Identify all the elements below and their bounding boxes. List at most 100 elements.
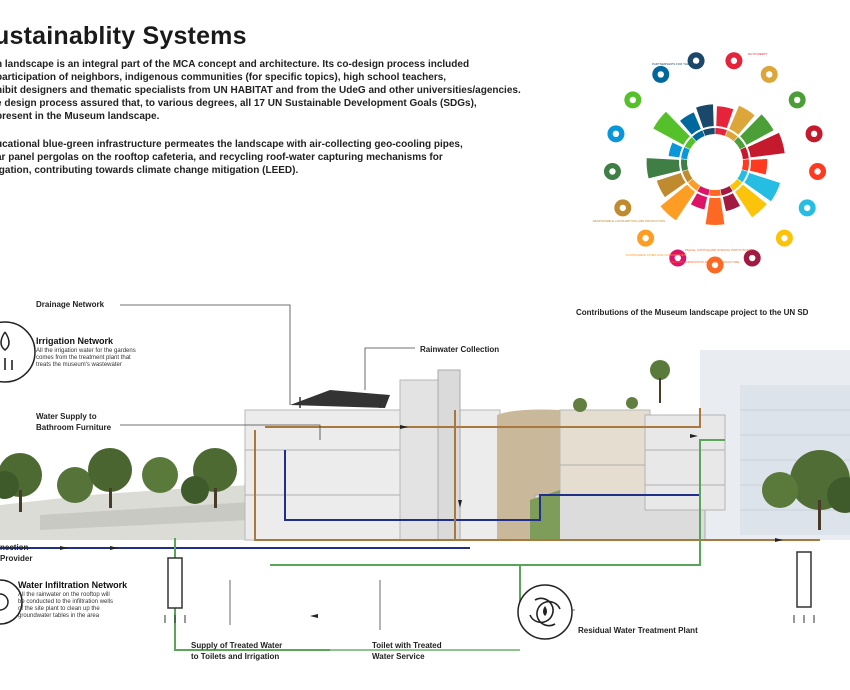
landscape-path	[40, 502, 250, 530]
supply-pipe	[284, 450, 700, 521]
label-supply-treated-line: Supply of Treated Water	[191, 641, 283, 650]
sdg-goal-glyph-3	[793, 96, 801, 104]
rooftop-shrub	[626, 397, 638, 409]
sdg-ring-segment-3	[734, 137, 746, 150]
sdg-ring-segment-13	[681, 159, 688, 171]
sdg-wedge-1	[716, 106, 734, 128]
irrigation-description-line: comes from the treatment plant that	[36, 355, 131, 361]
sdg-goal-glyph-12	[619, 204, 626, 212]
water-drop-icon	[543, 606, 547, 616]
sdg-ring-segment-15	[684, 137, 696, 150]
label-connection-line: nection	[0, 543, 29, 552]
label-supply-treated-water: Supply of Treated Water to Toilets and I…	[191, 640, 282, 662]
sdg-wedge-16	[680, 112, 701, 135]
rooftop-tree-trunk	[659, 378, 661, 403]
intro-line: e design process assured that, to variou…	[0, 98, 477, 109]
label-connection-line: Provider	[0, 554, 33, 563]
label-connection-provider: nection Provider	[0, 542, 32, 564]
sdg-inner-ring	[681, 128, 749, 196]
sdg-caption: Contributions of the Museum landscape pr…	[576, 308, 809, 317]
sdg-ring-segment-8	[720, 185, 733, 196]
solar-pergola	[290, 390, 390, 408]
sdg-goal-glyph-8	[749, 254, 756, 262]
treated-water-pipe	[270, 439, 725, 566]
sdg-wedge-4	[747, 132, 785, 158]
sdg-wedge-10	[690, 193, 708, 210]
label-water-supply-line: Water Supply to	[36, 412, 97, 421]
roof-drain-pipe	[265, 408, 701, 428]
irrigation-description-line: All the irrigation water for the gardens	[36, 348, 136, 354]
irrigation-description-line: treats the museum's wastewater	[36, 362, 122, 368]
label-rainwater-collection: Rainwater Collection	[420, 345, 500, 354]
sdg-icon-text-partnerships: PARTNERSHIPS FOR THE GOALS	[652, 62, 700, 66]
sdg-goal-glyph-14	[612, 130, 620, 138]
sdg-wedge-17	[696, 104, 714, 128]
infiltration-description-line: be conducted to the infiltration wells	[18, 599, 114, 605]
label-water-supply: Water Supply to Bathroom Furniture	[36, 411, 111, 433]
sdg-wedge-8	[722, 193, 741, 212]
infiltration-well	[796, 551, 812, 608]
irrigation-description: All the irrigation water for the gardens…	[36, 348, 136, 369]
sdg-ring-segment-12	[682, 169, 693, 183]
sdg-center	[688, 135, 742, 189]
irrigation-pipe	[174, 538, 330, 651]
green-wall	[530, 490, 560, 540]
sdg-goal-glyph-11	[642, 234, 649, 242]
sdg-ring-segment-17	[703, 128, 715, 136]
recycle-arrow-icon	[536, 600, 561, 627]
sdg-goal-glyph-10	[674, 254, 681, 262]
sdg-ring-segment-10	[697, 185, 710, 196]
infiltration-description: All the rainwater on the rooftop will be…	[18, 592, 113, 620]
rooftop-tree	[650, 360, 670, 380]
page-title: ustainablity Systems	[0, 22, 247, 50]
label-irrigation-network: Irrigation Network	[36, 336, 114, 346]
sdg-wedge-9	[705, 197, 725, 225]
infiltration-description-line: groundwater tables in the area	[18, 613, 100, 619]
sdg-wedge-12	[656, 173, 686, 198]
infiltration-well	[167, 557, 183, 609]
sdg-goal-glyph-6	[804, 204, 811, 212]
irrigation-icon	[0, 321, 36, 383]
intro-line: hibit designers and thematic specialists…	[0, 85, 521, 96]
water-drop-icon	[0, 331, 10, 351]
drainage-pipe	[254, 430, 820, 541]
sdg-wedge-15	[653, 111, 690, 145]
sdg-wedge-5	[749, 159, 768, 175]
sdg-goal-glyph-5	[814, 168, 821, 175]
infiltration-description-line: of the site plant to clean up the	[18, 606, 100, 612]
sdg-icon-text-consumption: RESPONSIBLE CONSUMPTION AND PRODUCTION	[593, 219, 666, 223]
label-supply-treated-line: to Toilets and Irrigation	[191, 652, 280, 661]
sdg-wedge-7	[735, 184, 767, 218]
sdg-icon-ring: PEACE, JUSTICE AND STRONG INSTITUTIONSNO…	[593, 52, 827, 274]
sdg-goal-glyph-2	[766, 71, 773, 78]
infiltration-core-icon	[0, 593, 9, 611]
leader-lines	[120, 304, 575, 630]
sdg-icon-text-cities: SUSTAINABLE CITIES AND COMMUNITIES	[626, 253, 686, 257]
sdg-wedge-14	[668, 142, 683, 158]
sdg-goal-glyph-4	[810, 130, 818, 138]
building-floors	[245, 449, 725, 496]
sdg-wedge-11	[660, 184, 695, 221]
sdg-ring-segment-6	[737, 169, 748, 183]
infiltration-description-line: All the rainwater on the rooftop will	[18, 592, 110, 598]
label-drainage-network: Drainage Network	[36, 300, 105, 309]
sdg-wedge-2	[729, 105, 755, 135]
sprinkler-icon	[4, 358, 13, 370]
pipe-network	[0, 408, 820, 651]
sdg-goal-glyph-16	[657, 71, 664, 78]
sdg-icon-text-peace: PEACE, JUSTICE AND STRONG INSTITUTIONS	[685, 248, 752, 252]
well-marks	[164, 615, 815, 623]
label-water-supply-line: Bathroom Furniture	[36, 423, 112, 432]
sdg-ring-segment-4	[740, 147, 749, 160]
label-water-infiltration: Water Infiltration Network	[18, 580, 128, 590]
sdg-ring-segment-1	[715, 128, 727, 136]
sdg-ring-segment-9	[709, 189, 721, 196]
label-toilet-treated-water: Toilet with Treated Water Service	[372, 640, 442, 662]
sdg-wedges	[646, 104, 785, 225]
sdg-goal-glyph-17	[692, 57, 700, 64]
sdg-ring-segment-16	[692, 130, 705, 142]
flow-arrows	[60, 425, 783, 618]
rooftop-shrub	[573, 398, 587, 412]
sdg-goal-glyph-15	[629, 96, 637, 104]
sdg-goal-glyph-9	[711, 261, 719, 269]
